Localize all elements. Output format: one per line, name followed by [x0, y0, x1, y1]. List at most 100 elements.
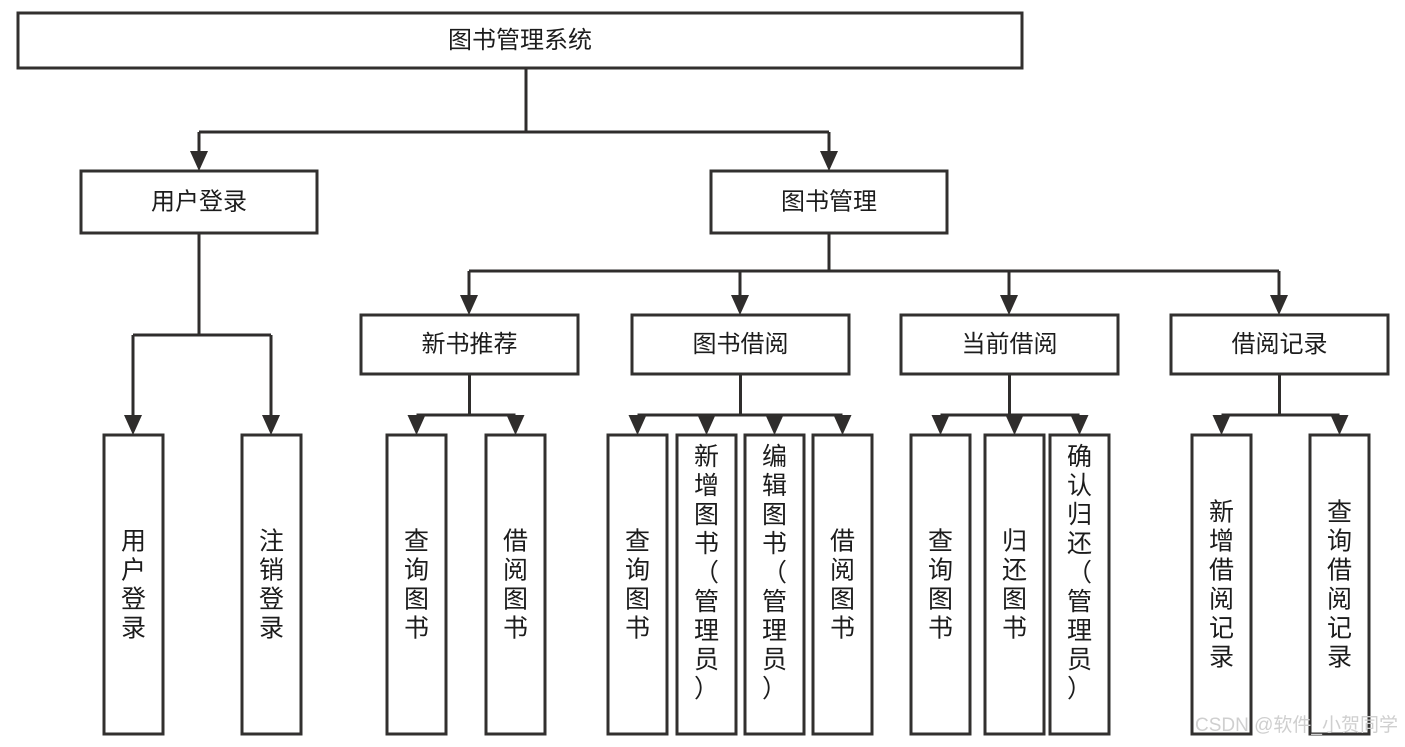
node-borrow-record[interactable]: 借阅记录 [1169, 313, 1390, 376]
node-label-char: 图 [503, 586, 528, 614]
node-label-char: 辑 [762, 472, 787, 500]
arrow-head-icon [1330, 415, 1349, 435]
arrow-head-icon [820, 151, 838, 171]
node-book-management[interactable]: 图书管理 [709, 169, 949, 235]
node-book-borrow[interactable]: 图书借阅 [630, 313, 851, 376]
node-label-char: 询 [928, 557, 953, 585]
node-label-char: （ [694, 559, 719, 587]
arrow-head-icon [1270, 295, 1288, 315]
node-label-char: 查 [404, 528, 429, 556]
arrow-head-icon [262, 415, 280, 435]
node-box[interactable] [1169, 313, 1390, 376]
arrow-head-icon [765, 415, 784, 435]
connectors-layer [124, 68, 1349, 435]
node-label-char: 户 [121, 557, 146, 585]
node-label-char: 登 [259, 586, 284, 614]
node-box[interactable] [709, 169, 949, 235]
node-box[interactable] [79, 169, 319, 235]
node-label: 当前借阅 [962, 331, 1058, 358]
node-label: 用户登录 [151, 188, 247, 215]
node-label-char: 图 [1002, 586, 1027, 614]
node-label-char: 借 [1327, 557, 1352, 585]
node-leaf-user-login[interactable]: 用户登录 [102, 433, 165, 736]
node-label-char: 书 [694, 530, 719, 558]
node-current-borrow[interactable]: 当前借阅 [899, 313, 1120, 376]
node-label-char: 记 [1327, 615, 1352, 643]
arrow-head-icon [1070, 415, 1089, 435]
node-label-char: ） [694, 675, 719, 703]
node-label-char: 录 [1209, 644, 1234, 672]
arrow-head-icon [124, 415, 142, 435]
node-label-char: 书 [625, 615, 650, 643]
node-box[interactable] [983, 433, 1046, 736]
node-label-char: 询 [1327, 528, 1352, 556]
node-box[interactable] [16, 11, 1024, 70]
node-label-char: 书 [503, 615, 528, 643]
node-box[interactable] [102, 433, 165, 736]
node-box[interactable] [630, 313, 851, 376]
node-box[interactable] [606, 433, 669, 736]
node-box[interactable] [1048, 433, 1111, 736]
node-label-char: 查 [928, 528, 953, 556]
node-box[interactable] [385, 433, 448, 736]
arrow-head-icon [1000, 295, 1018, 315]
node-label-char: 图 [928, 586, 953, 614]
node-label-char: 理 [694, 617, 719, 645]
node-box[interactable] [1308, 433, 1371, 736]
node-label-char: 阅 [830, 557, 855, 585]
node-box[interactable] [743, 433, 806, 736]
node-label-char: 用 [121, 528, 146, 556]
node-label-char: 管 [762, 588, 787, 616]
node-label-char: 阅 [1209, 586, 1234, 614]
node-box[interactable] [240, 433, 303, 736]
node-label-char: （ [762, 559, 787, 587]
node-label-char: 销 [259, 557, 284, 585]
node-label-char: 理 [1067, 617, 1092, 645]
node-label-char: 询 [625, 557, 650, 585]
node-label-char: 管 [1067, 588, 1092, 616]
node-label-char: 书 [404, 615, 429, 643]
node-label-char: 查 [625, 528, 650, 556]
node-box[interactable] [1190, 433, 1253, 736]
node-label-char: 录 [121, 615, 146, 643]
arrow-head-icon [931, 415, 950, 435]
arrow-head-icon [460, 295, 478, 315]
node-label-char: 编 [762, 443, 787, 471]
node-box[interactable] [484, 433, 547, 736]
arrow-head-icon [731, 295, 749, 315]
node-label-char: 图 [762, 501, 787, 529]
node-box[interactable] [899, 313, 1120, 376]
arrow-head-icon [506, 415, 525, 435]
node-label-char: （ [1067, 559, 1092, 587]
node-box[interactable] [909, 433, 972, 736]
node-label-char: 录 [259, 615, 284, 643]
node-label-char: 图 [404, 586, 429, 614]
node-box[interactable] [675, 433, 738, 736]
node-label-char: 管 [694, 588, 719, 616]
node-user-login[interactable]: 用户登录 [79, 169, 319, 235]
node-box[interactable] [811, 433, 874, 736]
node-box[interactable] [359, 313, 580, 376]
node-label: 图书管理 [781, 188, 877, 215]
arrow-head-icon [833, 415, 852, 435]
node-new-book-recommend[interactable]: 新书推荐 [359, 313, 580, 376]
node-label-char: 记 [1209, 615, 1234, 643]
node-label-char: 增 [1209, 528, 1234, 556]
node-label-char: 员 [694, 646, 719, 674]
node-label: 新书推荐 [422, 331, 518, 358]
node-root[interactable]: 图书管理系统 [16, 11, 1024, 70]
node-label-char: 还 [1067, 530, 1092, 558]
node-label-char: 员 [1067, 646, 1092, 674]
